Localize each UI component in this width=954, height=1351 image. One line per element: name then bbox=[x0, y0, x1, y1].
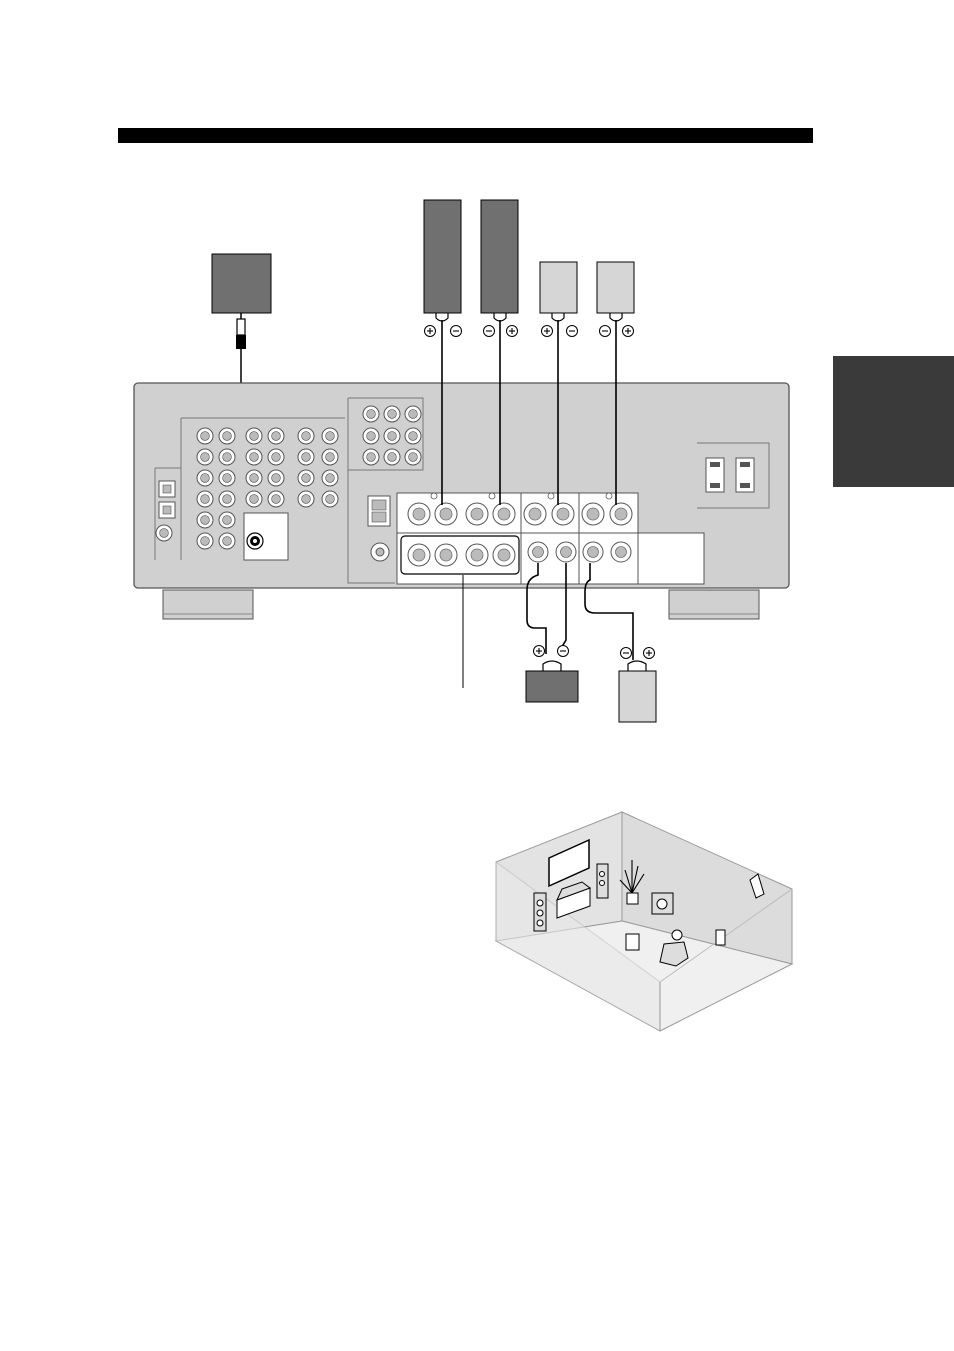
binding-post-core bbox=[413, 508, 425, 520]
rca-jack-core bbox=[326, 495, 335, 504]
rca-jack-core bbox=[302, 495, 311, 504]
rca-jack-core bbox=[201, 537, 210, 546]
rca-jack-core bbox=[326, 432, 335, 441]
rca-jack-core bbox=[160, 529, 169, 538]
rca-jack-core bbox=[409, 453, 418, 462]
rca-jack-core bbox=[409, 410, 418, 419]
rca-jack-core bbox=[272, 474, 281, 483]
rca-jack-core bbox=[201, 495, 210, 504]
binding-post-core bbox=[440, 508, 452, 520]
binding-post-core bbox=[498, 508, 510, 520]
rca-jack-core bbox=[223, 495, 232, 504]
rca-jack-core bbox=[201, 453, 210, 462]
binding-post-core bbox=[588, 547, 599, 558]
surround-right-speaker bbox=[597, 262, 634, 313]
rca-jack-core bbox=[409, 432, 418, 441]
rca-jack-core bbox=[272, 495, 281, 504]
rca-jack-core bbox=[302, 453, 311, 462]
binding-post-core bbox=[533, 547, 544, 558]
rca-jack-core bbox=[250, 453, 259, 462]
rca-jack-core bbox=[250, 474, 259, 483]
rca-jack-core bbox=[326, 474, 335, 483]
binding-post-core bbox=[413, 549, 425, 561]
rca-jack-core bbox=[250, 432, 259, 441]
rca-jack-core bbox=[223, 537, 232, 546]
rca-jack-core bbox=[388, 432, 397, 441]
rca-jack-core bbox=[223, 432, 232, 441]
binding-post-core bbox=[587, 508, 599, 520]
rca-jack-core bbox=[367, 410, 376, 419]
center-speaker bbox=[526, 671, 578, 702]
room-layout-illustration bbox=[496, 812, 792, 1031]
rca-jack-core bbox=[250, 495, 259, 504]
rca-jack-core bbox=[223, 453, 232, 462]
speaker-terminal-block bbox=[397, 493, 638, 584]
binding-post-core bbox=[529, 508, 541, 520]
receiver-foot-left bbox=[163, 590, 253, 619]
rca-jack-core bbox=[223, 474, 232, 483]
binding-post-core bbox=[471, 508, 483, 520]
rca-jack-core bbox=[223, 516, 232, 525]
rca-jack-core bbox=[302, 474, 311, 483]
rca-jack-core bbox=[367, 453, 376, 462]
binding-post-core bbox=[561, 547, 572, 558]
front-right-speaker bbox=[481, 200, 518, 313]
rca-plug-icon bbox=[236, 313, 246, 349]
rca-jack-core bbox=[201, 516, 210, 525]
binding-post-core bbox=[498, 549, 510, 561]
front-left-speaker bbox=[424, 200, 461, 313]
rca-jack-core bbox=[388, 453, 397, 462]
surround-left-speaker bbox=[540, 262, 577, 313]
rca-jack-core bbox=[326, 453, 335, 462]
surround-back-speaker bbox=[619, 671, 656, 722]
rca-jack-core bbox=[201, 474, 210, 483]
binding-post-core bbox=[440, 549, 452, 561]
rca-jack-core bbox=[272, 432, 281, 441]
rca-jack-core bbox=[272, 453, 281, 462]
binding-post-core bbox=[616, 547, 627, 558]
receiver-foot-right bbox=[669, 590, 759, 619]
binding-post-core bbox=[471, 549, 483, 561]
rca-jack-core bbox=[367, 432, 376, 441]
rca-jack-core bbox=[201, 432, 210, 441]
rca-jack-core bbox=[388, 410, 397, 419]
rca-jack-core bbox=[302, 432, 311, 441]
subwoofer-box bbox=[212, 254, 271, 313]
binding-post-core bbox=[557, 508, 569, 520]
binding-post-core bbox=[615, 508, 627, 520]
